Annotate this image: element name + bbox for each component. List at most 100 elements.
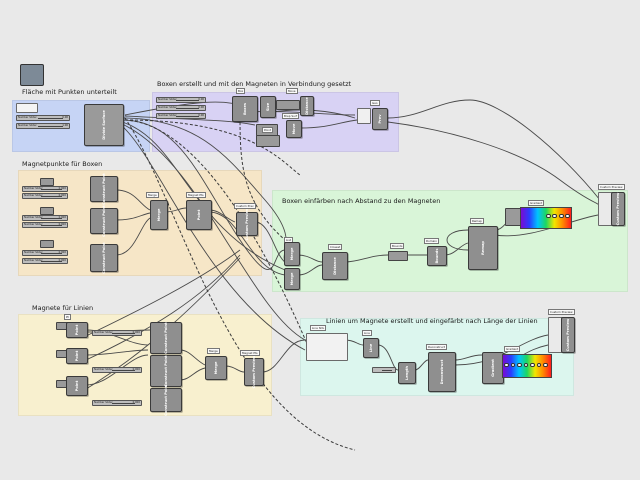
component-line-srf[interactable] bbox=[306, 333, 348, 361]
component-line-point-a[interactable]: Point bbox=[66, 322, 88, 338]
slider-pt-a-x[interactable]: Number Slider 0.000 bbox=[22, 186, 68, 192]
component-points-list[interactable]: Point bbox=[186, 200, 212, 230]
component-remap-b[interactable]: Gradient bbox=[482, 352, 504, 384]
grip[interactable] bbox=[510, 362, 516, 368]
component-line-point-b[interactable]: Point bbox=[66, 348, 88, 364]
component-bounds[interactable] bbox=[388, 251, 408, 261]
panel-custom[interactable] bbox=[357, 108, 371, 124]
component-divide-surface[interactable]: Divide Surface bbox=[84, 104, 124, 146]
component-srf[interactable] bbox=[256, 135, 280, 147]
component-label: Custom Preview bbox=[616, 192, 620, 226]
component-custom-preview-pts[interactable]: Custom Preview bbox=[236, 208, 258, 240]
component-bounds-b[interactable]: Deconstruct bbox=[428, 352, 456, 392]
grip[interactable] bbox=[543, 362, 548, 368]
component-custom-preview-boxes[interactable]: Custom Preview bbox=[611, 192, 625, 226]
component-construct-c[interactable]: Construct Point bbox=[150, 384, 182, 416]
component-custom-preview-lines[interactable]: Custom Preview bbox=[561, 317, 575, 353]
slider-label: Number Slider bbox=[158, 114, 177, 117]
slider-label: Number Slider bbox=[24, 216, 43, 219]
slider-label: Number Slider bbox=[158, 106, 177, 109]
slider-box-y[interactable]: Number Slider 0.00 bbox=[156, 105, 206, 111]
component-line[interactable]: Line bbox=[363, 338, 379, 358]
component-label: Length bbox=[405, 365, 409, 381]
group-title-boxes-magnets: Boxen erstellt und mit den Magneten in V… bbox=[157, 80, 352, 88]
component-label: Merge bbox=[157, 208, 161, 222]
grip[interactable] bbox=[536, 362, 542, 368]
component-construct-b[interactable]: Construct Point bbox=[150, 355, 182, 387]
component-label: Construct Point bbox=[164, 355, 168, 387]
slider-track bbox=[176, 107, 200, 109]
slider-track bbox=[112, 402, 136, 404]
grasshopper-file-icon[interactable] bbox=[20, 64, 44, 86]
component-boxes[interactable]: Boxes bbox=[232, 96, 258, 122]
component-label: Point bbox=[75, 350, 79, 362]
component-domain[interactable]: Bounds bbox=[427, 246, 447, 266]
panel-surface-input[interactable] bbox=[16, 103, 38, 113]
component-point-c[interactable]: Construct Point bbox=[90, 242, 118, 274]
grip[interactable] bbox=[504, 362, 509, 368]
component-point-b[interactable]: Construct Point bbox=[90, 205, 118, 237]
component-box-size[interactable]: Size bbox=[260, 96, 276, 118]
component-closest[interactable]: Distance bbox=[322, 252, 348, 280]
component-merge-lines[interactable]: Merge bbox=[205, 356, 227, 380]
slider-value: 0.000 bbox=[58, 251, 66, 254]
pt-c[interactable] bbox=[40, 240, 54, 248]
component-line-point-c[interactable]: Point bbox=[66, 376, 88, 396]
component-label: Distance bbox=[333, 257, 337, 275]
component-move[interactable]: Move bbox=[286, 120, 302, 138]
slider-track bbox=[40, 188, 62, 190]
component-merge-points[interactable]: Merge bbox=[150, 200, 168, 230]
pt-b[interactable] bbox=[40, 207, 54, 215]
component-label: Bounds bbox=[435, 248, 439, 264]
component-line-magnets[interactable]: Custom Preview bbox=[244, 356, 264, 388]
grip[interactable] bbox=[517, 362, 522, 368]
grip[interactable] bbox=[546, 213, 551, 219]
slider-label: Number Slider bbox=[24, 259, 43, 262]
grip[interactable] bbox=[558, 213, 564, 219]
slider-label: Number Slider bbox=[24, 223, 43, 226]
slider-label: Number Slider bbox=[18, 116, 37, 119]
tag-box-label: Box bbox=[236, 88, 246, 94]
gradient-legend-boxes[interactable] bbox=[520, 207, 572, 229]
tag-remap: Remap bbox=[470, 218, 484, 224]
component-label: Distance bbox=[305, 97, 309, 115]
pt-a[interactable] bbox=[40, 178, 54, 186]
component-construct-a[interactable]: Construct Point bbox=[150, 322, 182, 354]
component-dist[interactable] bbox=[276, 100, 300, 110]
slider-track bbox=[112, 332, 136, 334]
component-point-a[interactable]: Construct Point bbox=[90, 173, 118, 205]
slider-value: 0.00 bbox=[198, 106, 204, 109]
slider-line-count[interactable] bbox=[372, 367, 396, 373]
gradient-handles-boxes[interactable] bbox=[546, 213, 570, 219]
grip[interactable] bbox=[523, 362, 529, 368]
component-merge-c[interactable]: Merge bbox=[284, 242, 300, 266]
slider-label: Number Slider bbox=[24, 194, 43, 197]
tag-merge-a: Merge bbox=[146, 192, 159, 198]
component-merge-d[interactable]: Merge bbox=[284, 268, 300, 290]
gradient-handles-lines[interactable] bbox=[504, 362, 548, 368]
grip[interactable] bbox=[552, 213, 558, 219]
component-length[interactable]: Length bbox=[398, 362, 416, 384]
grip[interactable] bbox=[530, 362, 535, 368]
component-remap[interactable]: Remap bbox=[468, 226, 498, 270]
component-label: Construct Point bbox=[102, 173, 106, 205]
component-distance[interactable]: Distance bbox=[300, 96, 314, 116]
slider-value: 0.000 bbox=[58, 187, 66, 190]
component-preview[interactable]: Prev bbox=[372, 108, 388, 130]
tag-pt: Point bbox=[262, 127, 273, 133]
grip[interactable] bbox=[565, 213, 570, 219]
slider-label: Number Slider bbox=[24, 187, 43, 190]
